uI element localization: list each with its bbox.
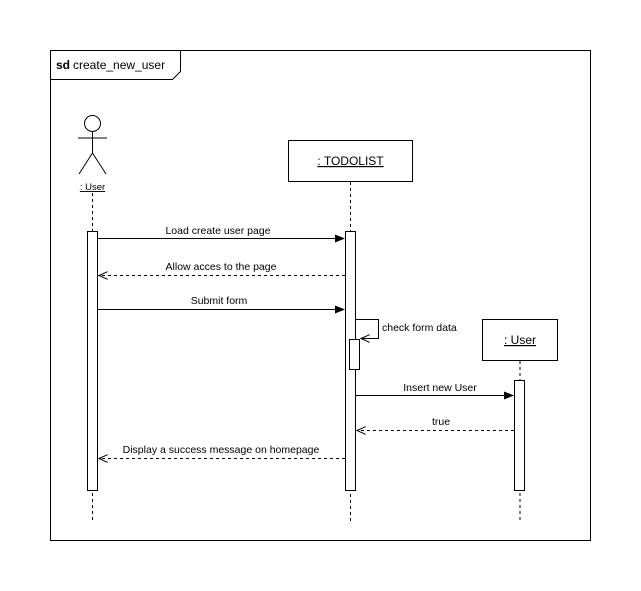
actor-right-leg <box>92 152 107 175</box>
user-object-label: : User <box>504 333 536 347</box>
actor-user <box>78 115 107 175</box>
message-3-label: Submit form <box>191 295 248 307</box>
message-7-label: Display a success message on homepage <box>123 444 320 456</box>
activation-actor-user <box>87 231 98 491</box>
actor-head <box>84 115 101 132</box>
user-object-box <box>482 319 558 361</box>
sd-frame <box>50 50 591 541</box>
activation-todolist-self <box>349 339 360 370</box>
message-2-label: Allow acces to the page <box>166 261 277 273</box>
activation-user-object <box>514 380 525 491</box>
message-4-label: check form data <box>382 322 457 334</box>
sd-frame-tab <box>50 50 181 80</box>
message-5-label: Insert new User <box>403 382 477 394</box>
todolist-box <box>288 140 413 182</box>
message-6-label: true <box>432 416 450 428</box>
message-4-arrow <box>356 319 379 339</box>
sd-frame-keyword: sd <box>56 58 70 72</box>
todolist-label: : TODOLIST <box>317 154 384 168</box>
actor-left-leg <box>78 152 93 175</box>
actor-user-label: : User <box>80 182 105 193</box>
sd-frame-name: create_new_user <box>73 58 165 72</box>
message-1-label: Load create user page <box>165 225 270 237</box>
